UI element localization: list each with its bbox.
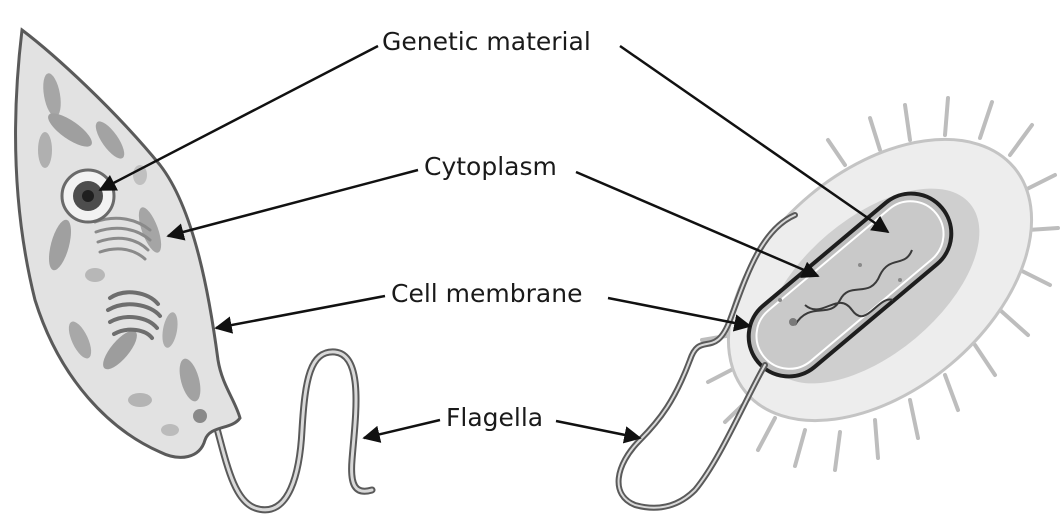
eukaryote-nucleus [60,168,116,224]
arrow-flagella-right [555,419,642,444]
arrow-genetic-left [98,44,379,192]
arrow-cytoplasm-right [575,170,820,278]
genetic-material-label: Genetic material [380,27,593,56]
cell-membrane-label: Cell membrane [389,279,585,308]
pointer-arrows [98,44,890,444]
arrow-cytoplasm-left [166,168,419,241]
cytoplasm-label: Cytoplasm [422,152,559,181]
arrow-membrane-right [607,296,752,332]
prokaryotic-cell [615,96,1060,511]
bacterium-genetic-material [794,249,913,326]
arrow-flagella-left [362,418,441,443]
eukaryotic-cell [14,27,376,514]
arrow-genetic-right [619,44,890,234]
flagella-label: Flagella [444,403,546,432]
arrow-membrane-left [214,294,386,334]
